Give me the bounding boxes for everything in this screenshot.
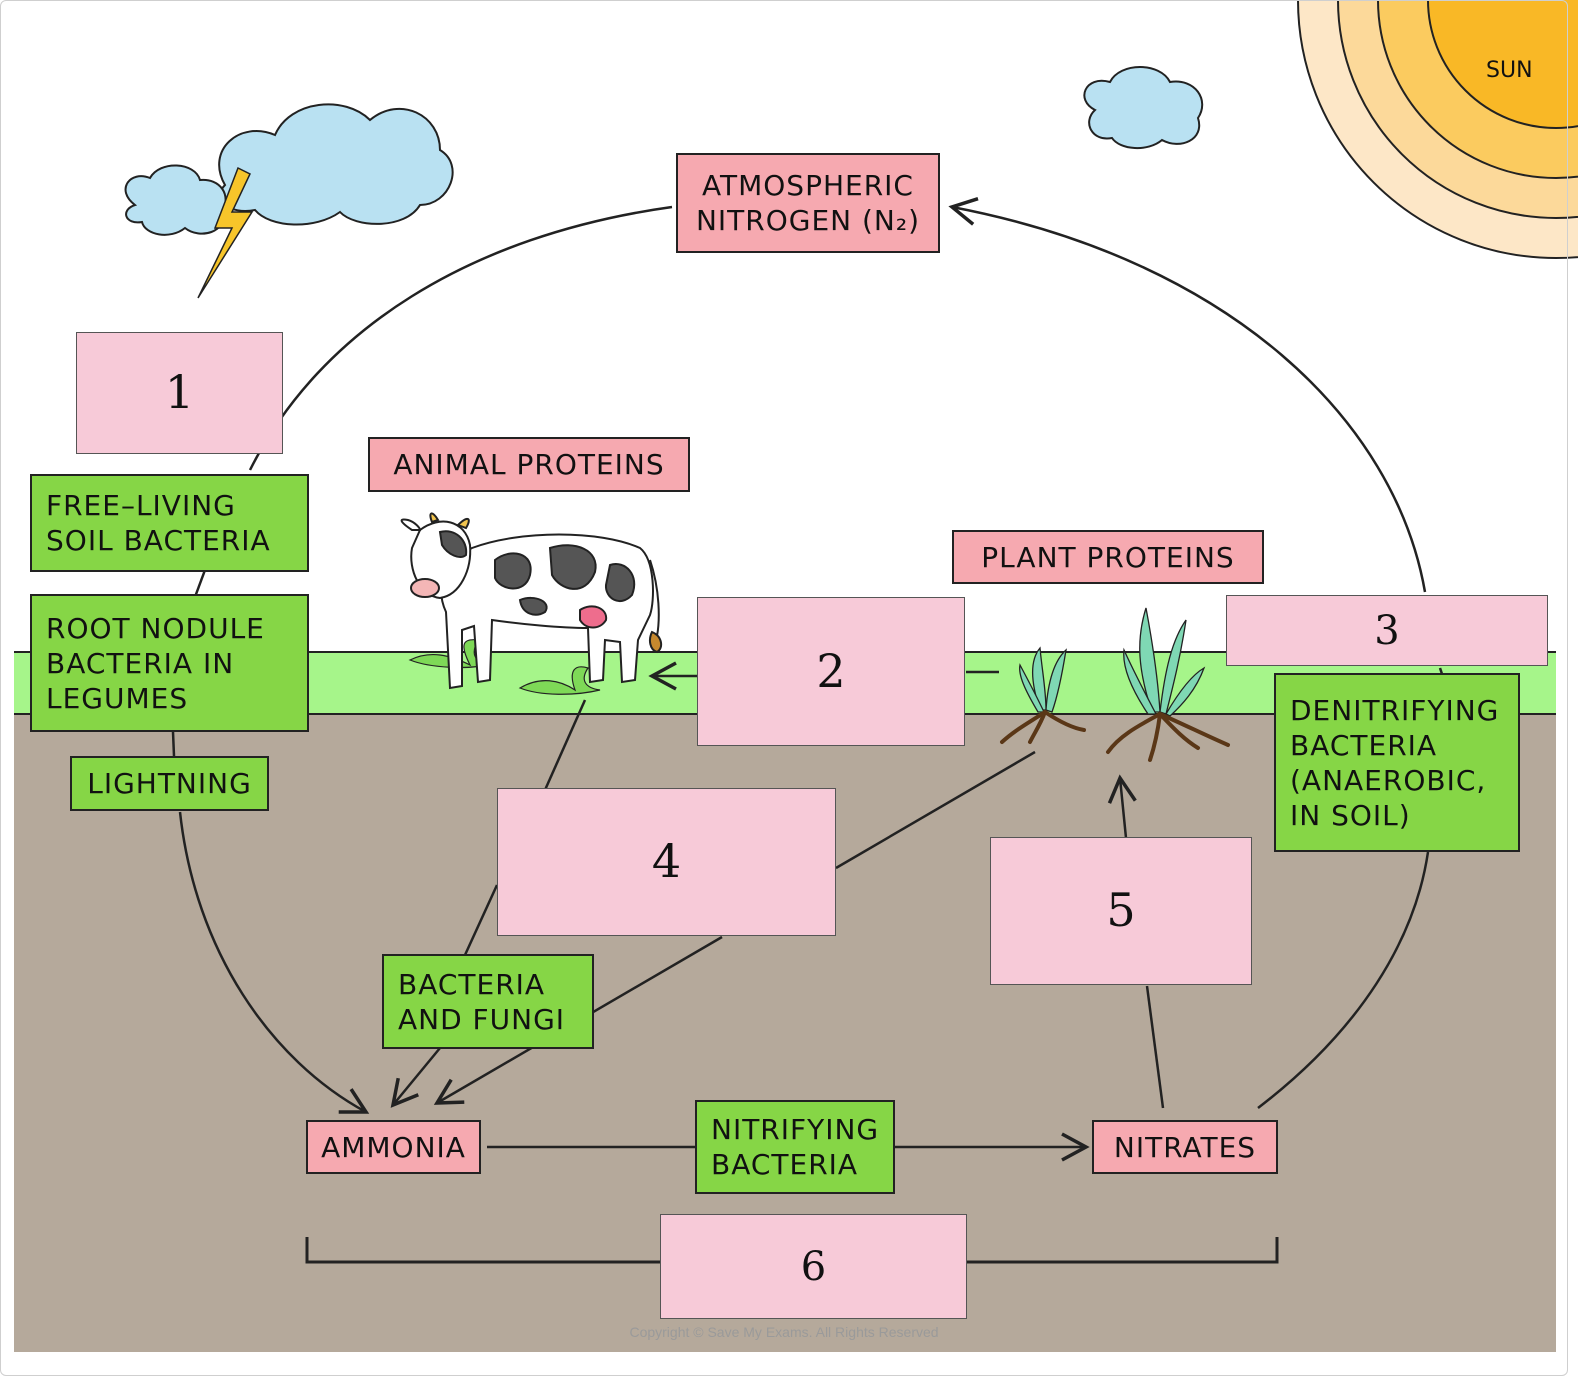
blank-box-6[interactable]: 6 [660,1214,967,1319]
root-nodule-bacteria-label: ROOT NODULE BACTERIA IN LEGUMES [30,594,309,732]
plant-icon [1000,607,1230,762]
nitrifying-bacteria-label: NITRIFYING BACTERIA [695,1100,895,1194]
animal-proteins-label: ANIMAL PROTEINS [368,437,690,492]
plant-proteins-label: PLANT PROTEINS [952,530,1264,584]
cloud-icon [124,66,1204,236]
denitrifying-bacteria-label: DENITRIFYING BACTERIA (ANAEROBIC, IN SOI… [1274,673,1520,852]
nitrates-label: NITRATES [1092,1120,1278,1174]
blank-box-3[interactable]: 3 [1226,595,1548,666]
atmospheric-nitrogen-label: ATMOSPHERIC NITROGEN (N₂) [676,153,940,253]
arrow-fungi-to-ammonia [390,1047,441,1108]
sun-icon [1297,0,1578,259]
blank-box-1[interactable]: 1 [76,332,283,454]
arrow-box5-to-plants [1107,774,1137,839]
blank-box-2[interactable]: 2 [697,597,965,746]
lightning-bolt-icon [197,166,254,299]
bracket-nitrification [305,1237,1279,1264]
blank-box-5[interactable]: 5 [990,837,1252,985]
blank-box-4[interactable]: 4 [497,788,836,936]
ammonia-label: AMMONIA [306,1120,481,1174]
arc-to-fixation [248,205,673,471]
arc-denitrification-to-atmosphere [948,197,1427,593]
copyright-notice: Copyright © Save My Exams. All Rights Re… [629,1324,939,1340]
arrow-nitrates-to-box5 [1145,985,1165,1109]
arc-nitrates-to-denitrifying [1257,851,1430,1109]
free-living-soil-bacteria-label: FREE–LIVING SOIL BACTERIA [30,474,309,572]
arrow-lightning-to-ammonia [178,811,370,1114]
bacteria-and-fungi-label: BACTERIA AND FUNGI [382,954,594,1049]
sun-label: SUN [1486,58,1533,83]
lightning-label: LIGHTNING [70,756,269,811]
cow-icon [400,512,663,690]
